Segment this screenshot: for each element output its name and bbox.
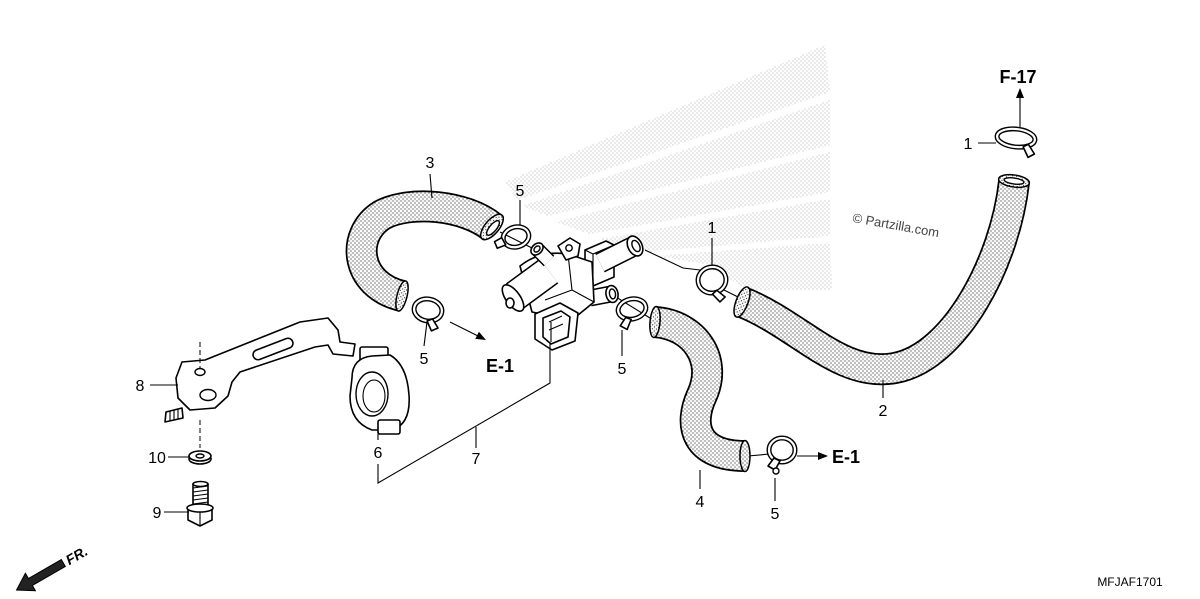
callout-5-middle: 5	[618, 361, 627, 378]
callout-10: 10	[148, 450, 166, 467]
arrow-e1-right	[797, 452, 828, 460]
bracket-hole	[199, 388, 217, 402]
washer	[188, 450, 212, 465]
callout-9: 9	[153, 505, 162, 522]
hose-end	[739, 439, 751, 473]
connector-socket	[542, 310, 571, 345]
clamp-5-left	[411, 296, 445, 332]
logo-watermark	[505, 45, 832, 290]
wing-feather	[522, 100, 830, 216]
bolt	[186, 480, 214, 527]
clamp-1-top	[994, 126, 1038, 159]
callout-2: 2	[879, 403, 888, 420]
clamp-5-top	[493, 224, 532, 250]
hose-4	[649, 305, 751, 473]
arrow-e1-left	[449, 321, 486, 340]
connection-line	[644, 249, 701, 271]
callout-3: 3	[426, 155, 435, 172]
callout-4: 4	[696, 494, 705, 511]
wing-feather	[556, 152, 830, 234]
front-direction-marker: FR.	[15, 543, 91, 592]
bracket-plate	[175, 317, 356, 411]
hose-opening	[485, 220, 501, 236]
callout-8: 8	[136, 378, 145, 395]
clamp-tab	[493, 236, 507, 250]
rubber-mount	[349, 346, 410, 435]
callout-5-left: 5	[420, 351, 429, 368]
callout-6: 6	[374, 445, 383, 462]
valve-assembly	[501, 235, 644, 351]
callout-1-middle: 1	[708, 220, 717, 237]
clamp-5-right	[766, 435, 798, 475]
wing-feather	[600, 199, 830, 252]
clamp-tab	[711, 289, 726, 303]
leader-lines	[150, 142, 996, 513]
hose-2	[733, 173, 1031, 386]
hose-end	[733, 286, 751, 318]
front-label: FR.	[63, 543, 91, 568]
clamp-tab	[619, 316, 632, 331]
wing-feather	[505, 45, 830, 200]
bolt-flange	[186, 503, 214, 513]
callout-7: 7	[472, 451, 481, 468]
mount-bottom-tab	[377, 419, 401, 435]
mount-bore	[355, 371, 389, 417]
bracket	[164, 317, 356, 448]
bracket-hole	[194, 367, 206, 377]
hose-3	[345, 190, 505, 312]
connection-line	[721, 288, 741, 299]
clamp-tab	[426, 318, 439, 332]
hose-end	[395, 280, 409, 312]
reference-f17: F-17	[999, 67, 1036, 87]
clamp-1-middle	[695, 264, 729, 303]
reference-e1-left: E-1	[486, 356, 514, 376]
callout-5-top: 5	[516, 183, 525, 200]
front-arrow-icon	[15, 558, 67, 592]
diagram-code: MFJAF1701	[1097, 575, 1163, 589]
bracket-slot	[252, 337, 294, 361]
callout-5-right: 5	[771, 506, 780, 523]
reference-e1-right: E-1	[832, 447, 860, 467]
callout-1-top: 1	[964, 136, 973, 153]
hose-opening	[1003, 177, 1025, 185]
clamp-tab	[1022, 143, 1036, 159]
valve-button	[505, 297, 515, 309]
wing-feather	[655, 243, 832, 290]
hose-end	[649, 305, 661, 339]
arrow-f17	[1016, 88, 1024, 128]
copyright-text: © Partzilla.com	[851, 210, 940, 240]
connection-line	[747, 453, 771, 457]
clamp-5-middle	[615, 296, 649, 331]
